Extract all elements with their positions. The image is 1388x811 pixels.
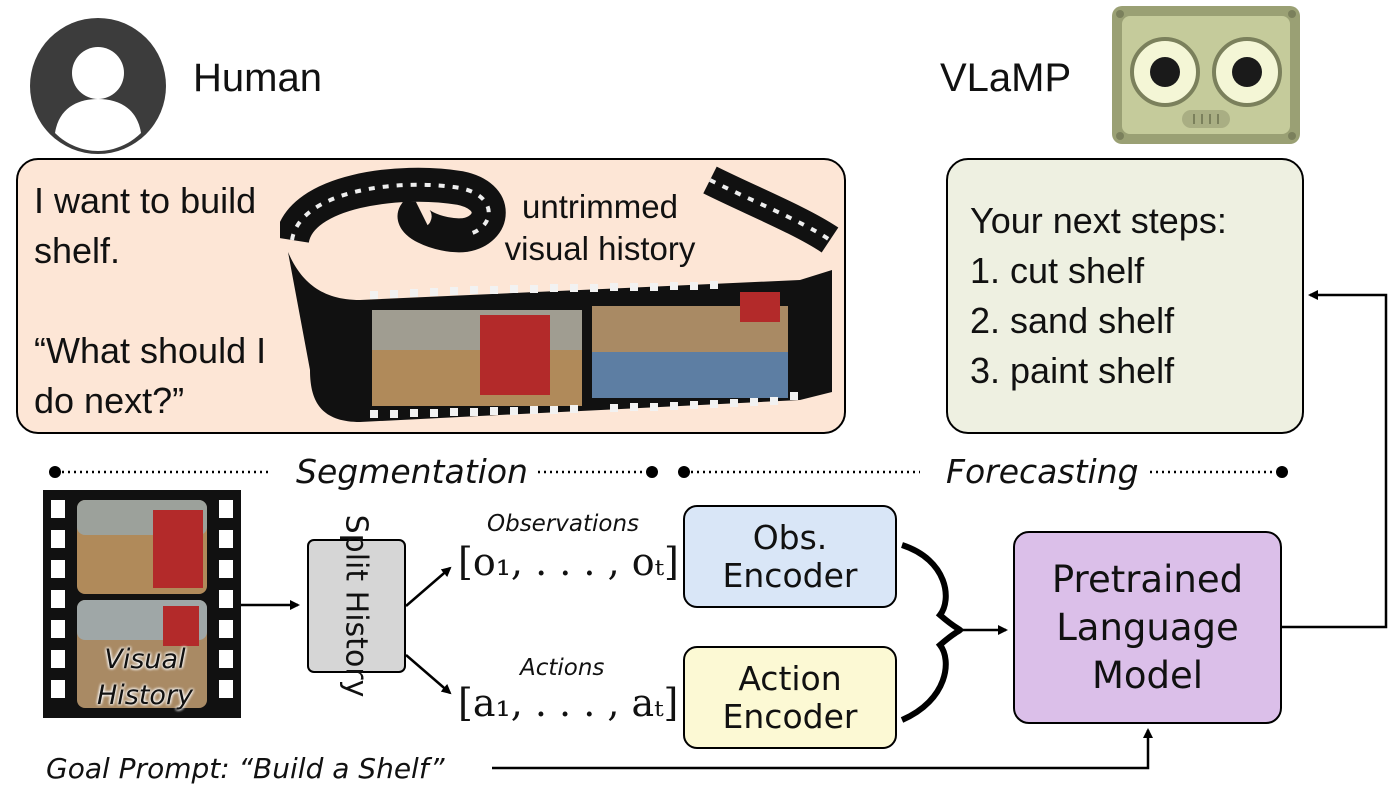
human-label: Human bbox=[193, 56, 322, 100]
action-encoder-line-1: Action bbox=[738, 658, 842, 698]
segmentation-label: Segmentation bbox=[296, 452, 528, 491]
visual-history-film bbox=[43, 490, 241, 718]
query-line-2: shelf. bbox=[34, 230, 121, 271]
human-query-text: I want to build shelf. “What should I do… bbox=[34, 176, 266, 426]
query-line-3: “What should I bbox=[34, 330, 267, 371]
lm-line-1: Pretrained bbox=[1051, 557, 1244, 601]
goal-prompt-arrow bbox=[492, 728, 1153, 770]
split-to-actions-arrow bbox=[405, 654, 452, 695]
film-caption-line-1: untrimmed bbox=[522, 188, 678, 225]
merge-brace bbox=[900, 542, 965, 723]
human-avatar-icon bbox=[27, 15, 169, 157]
robot-icon bbox=[1110, 4, 1302, 146]
lm-line-3: Model bbox=[1091, 653, 1204, 697]
split-history-box bbox=[307, 539, 406, 673]
visual-history-caption: Visual History bbox=[80, 642, 210, 714]
query-line-1: I want to build bbox=[34, 180, 257, 221]
language-model-box: Pretrained Language Model bbox=[1013, 531, 1282, 724]
vlamp-output-panel bbox=[946, 158, 1304, 434]
query-line-4: do next?” bbox=[34, 380, 185, 421]
vlamp-label: VLaMP bbox=[940, 56, 1072, 100]
film-caption: untrimmed visual history bbox=[495, 186, 705, 270]
obs-encoder-line-2: Encoder bbox=[722, 555, 858, 595]
split-history-label: Split History bbox=[338, 514, 374, 698]
visual-history-line-1: Visual bbox=[104, 644, 186, 675]
split-to-observations-arrow bbox=[405, 566, 452, 607]
next-steps-text: Your next steps: 1. cut shelf 2. sand sh… bbox=[970, 196, 1227, 396]
film-strip-image bbox=[275, 160, 840, 432]
obs-encoder-box: Obs. Encoder bbox=[683, 505, 897, 608]
obs-encoder-line-1: Obs. bbox=[752, 517, 828, 557]
lm-to-output-arrow bbox=[1282, 290, 1388, 629]
actions-formula: [a₁, . . . , aₜ] bbox=[458, 681, 679, 725]
action-encoder-box: Action Encoder bbox=[683, 646, 897, 749]
observations-label: Observations bbox=[487, 511, 640, 537]
step-item: 2. sand shelf bbox=[970, 300, 1175, 341]
observations-formula: [o₁, . . . , oₜ] bbox=[458, 540, 679, 584]
stage-header-rules bbox=[49, 466, 1288, 478]
step-item: 1. cut shelf bbox=[970, 250, 1145, 291]
step-item: 3. paint shelf bbox=[970, 350, 1175, 391]
action-encoder-line-2: Encoder bbox=[722, 696, 858, 736]
forecasting-label: Forecasting bbox=[946, 452, 1139, 491]
actions-label: Actions bbox=[520, 655, 605, 681]
visual-history-line-2: History bbox=[96, 680, 194, 711]
goal-prompt-label: Goal Prompt: “Build a Shelf” bbox=[46, 752, 445, 785]
film-caption-line-2: visual history bbox=[504, 230, 696, 267]
next-steps-title: Your next steps: bbox=[970, 200, 1227, 241]
lm-line-2: Language bbox=[1056, 605, 1239, 649]
